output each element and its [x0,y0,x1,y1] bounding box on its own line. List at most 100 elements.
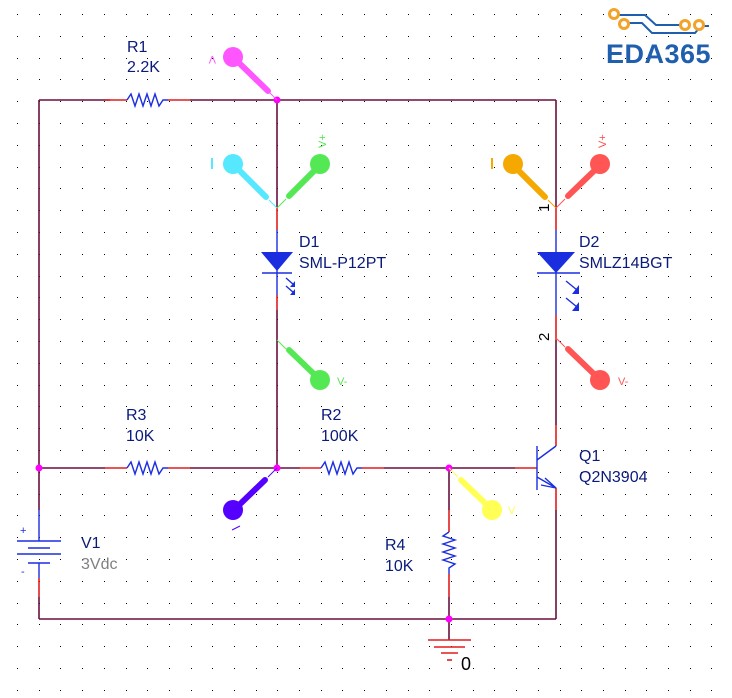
grid-dot [60,450,61,451]
grid-dot [169,36,170,37]
grid-dot [625,319,626,320]
grid-dot [321,276,322,277]
grid-dot [126,232,127,233]
grid-dot [494,167,495,168]
grid-dot [126,668,127,669]
voltage-probe-base[interactable]: V [448,467,516,520]
grid-dot [364,276,365,277]
grid-dot [364,494,365,495]
grid-dot [451,232,452,233]
grid-dot [516,14,517,15]
grid-dot [560,646,561,647]
diff-probe-minus-d1[interactable]: V- [276,339,348,390]
grid-dot [473,624,474,625]
voltage-probe-mid[interactable] [223,467,278,531]
grid-dot [516,428,517,429]
grid-dot [711,36,712,37]
grid-dot [386,297,387,298]
grid-dot [299,276,300,277]
grid-dot [560,537,561,538]
battery-v1[interactable]: + - V1 3Vdc [17,510,117,578]
grid-dot [364,297,365,298]
diff-probe-minus-d2[interactable]: V- [555,337,629,390]
grid-dot [581,603,582,604]
grid-dot [516,276,517,277]
grid-dot [364,341,365,342]
v1-ref: V1 [81,535,101,552]
grid-dot [126,276,127,277]
grid-dot [17,210,18,211]
grid-dot [429,319,430,320]
grid-dot [212,472,213,473]
grid-dot [473,167,474,168]
grid-dot [147,472,148,473]
grid-dot [147,58,148,59]
current-probe-d1[interactable] [211,154,278,209]
led-d2[interactable]: D2 SMLZ14BGT 1 2 [536,204,673,341]
grid-dot [104,668,105,669]
grid-dot [147,559,148,560]
grid-dot [169,559,170,560]
grid-dot [690,668,691,669]
grid-dot [147,123,148,124]
grid-dot [104,123,105,124]
grid-dot [538,385,539,386]
diff-probe-plus-d2[interactable]: V+ [555,134,610,209]
grid-dot [668,58,669,59]
grid-dot [494,276,495,277]
grid-dot [386,494,387,495]
grid-dot [321,624,322,625]
grid-dot [516,668,517,669]
q1-ref: Q1 [579,448,600,465]
grid-dot [494,101,495,102]
grid-dot [668,646,669,647]
grid-dot [147,581,148,582]
grid-dot [169,188,170,189]
grid-dot [234,494,235,495]
grid-dot [538,341,539,342]
grid-dot [234,232,235,233]
grid-dot [299,145,300,146]
grid-dot [429,494,430,495]
grid-dot [82,559,83,560]
diff-probe-plus-d1[interactable]: V+ [276,134,330,209]
grid-dot [516,254,517,255]
grid-dot [603,297,604,298]
grid-dot [711,581,712,582]
r3-value: 10K [126,428,155,445]
grid-dot [560,123,561,124]
grid-dot [646,428,647,429]
grid-dot [668,254,669,255]
grid-dot [104,145,105,146]
grid-dot [299,690,300,691]
d2-pin2-number: 2 [536,333,553,341]
grid-dot [39,624,40,625]
current-probe-d2[interactable] [491,154,557,209]
grid-dot [299,341,300,342]
d1-ref: D1 [299,234,320,251]
grid-dot [494,36,495,37]
resistor-r4[interactable]: R4 10K [385,531,458,575]
d2-value: SMLZ14BGT [579,255,673,272]
grid-dot [516,646,517,647]
grid-dot [625,581,626,582]
grid-dot [321,297,322,298]
grid-dot [277,472,278,473]
grid-dot [668,79,669,80]
grid-dot [668,494,669,495]
resistor-r2[interactable]: R2 100K [320,407,362,477]
grid-dot [473,145,474,146]
ground-symbol[interactable]: 0 [428,639,471,674]
grid-dot [17,254,18,255]
grid-dot [473,515,474,516]
transistor-q1[interactable]: Q1 Q2N3904 [536,445,648,490]
grid-dot [560,232,561,233]
grid-dot [538,232,539,233]
resistor-r3[interactable]: R3 10K [126,407,168,477]
voltage-probe-top[interactable]: V [208,47,278,101]
led-d1[interactable]: D1 SML-P12PT [261,230,386,295]
grid-dot [82,385,83,386]
grid-dot [104,559,105,560]
resistor-r1[interactable]: R1 2.2K [126,39,168,109]
